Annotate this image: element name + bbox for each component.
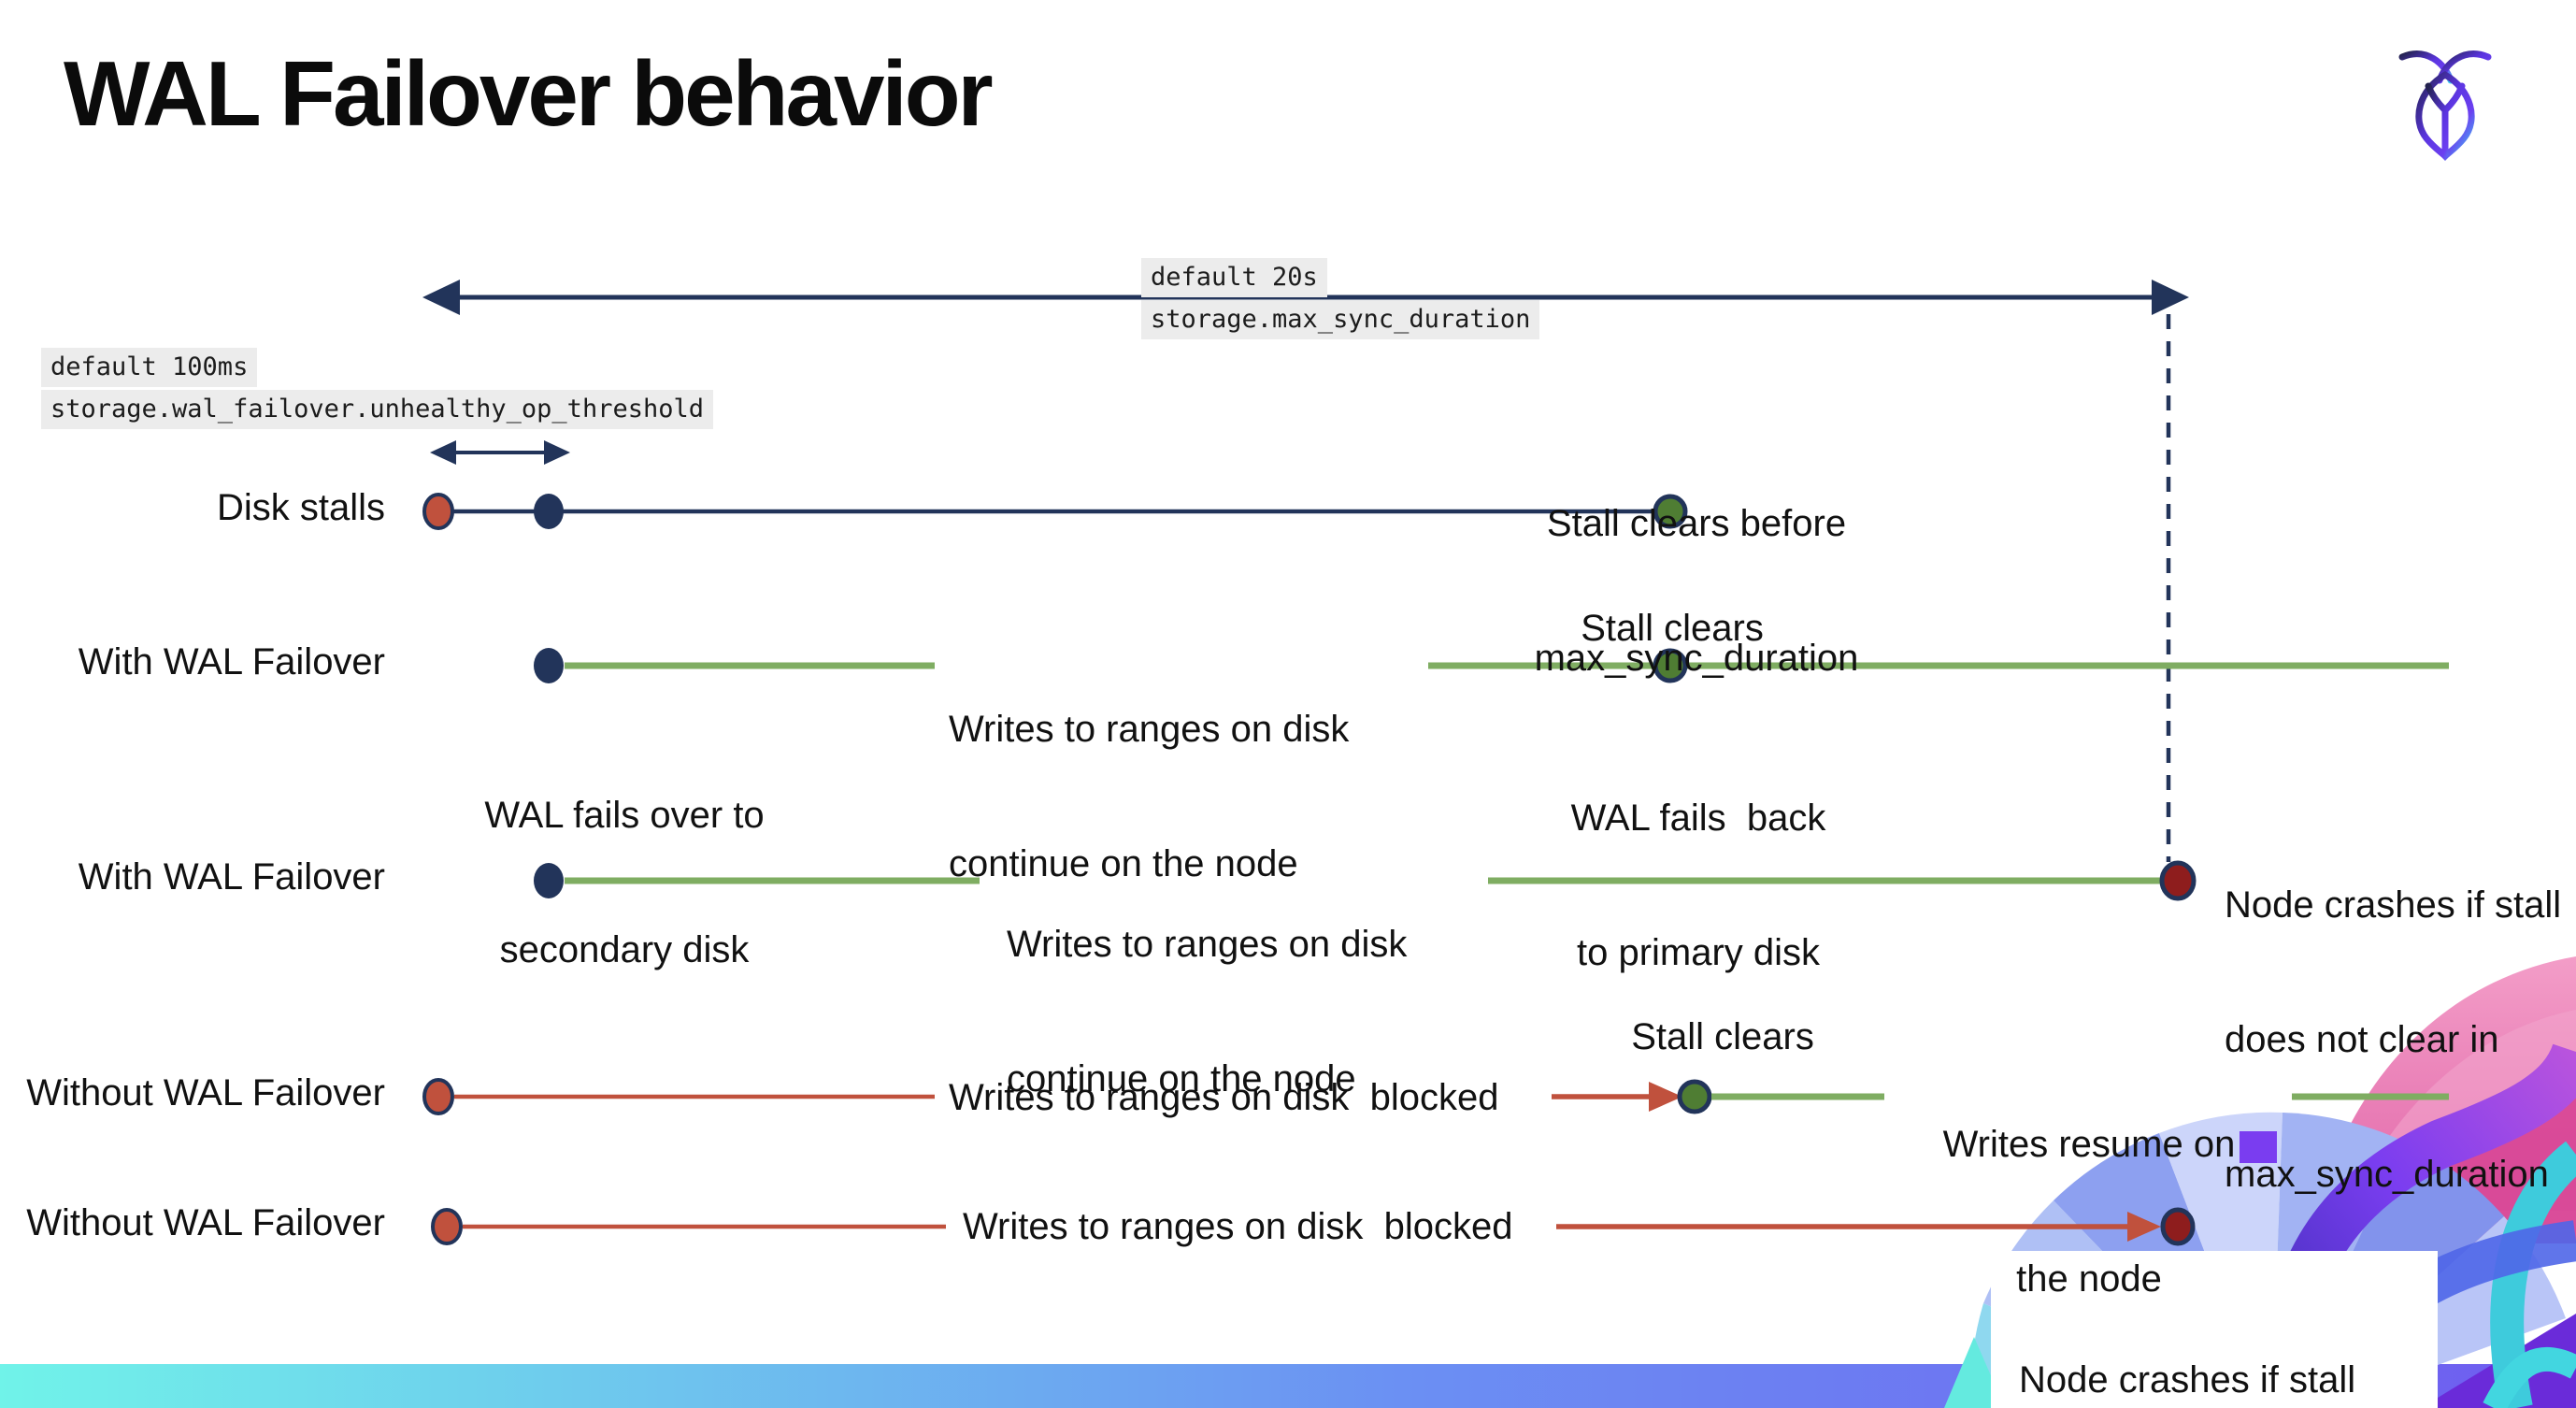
note-line: Writes resume on [1942, 1124, 2236, 1165]
stall-clears-dot [1653, 494, 1688, 529]
arrowhead-right [544, 440, 570, 465]
note-line: continue on the node [1007, 1058, 1356, 1099]
note-node-crashes-row3: Node crashes if stall does not clear in … [2225, 793, 2561, 1286]
arrowhead [1649, 1082, 1682, 1112]
note-line: Stall clears before [1546, 503, 1847, 544]
note-line: Node crashes if stall [2019, 1359, 2356, 1401]
art-band-notch [2240, 1131, 2277, 1163]
note-line: max_sync_duration [1534, 638, 1859, 679]
arrowhead-right [2152, 280, 2189, 315]
row-with-wal-failover-1 [534, 648, 2449, 683]
stall-start-dot [431, 1208, 463, 1245]
default-20s-chip: default 20s [1141, 258, 1327, 297]
cockroachdb-logo-icon [2398, 50, 2492, 161]
note-line: Writes to ranges on disk [1007, 924, 1408, 965]
note-line: WAL fails over to [484, 795, 765, 836]
note-line: secondary disk [499, 929, 750, 970]
arrowhead-left [422, 280, 460, 315]
note-line: continue on the node [949, 843, 1298, 884]
stall-clears-dot [1677, 1079, 1712, 1114]
note-line: max_sync_duration [2225, 1154, 2549, 1195]
note-line: Writes to ranges on disk [949, 709, 1350, 750]
arrowhead [2127, 1212, 2161, 1242]
stall-start-dot [422, 493, 454, 530]
max-sync-duration-arrow [422, 280, 2189, 315]
default-100ms-chip: default 100ms [41, 348, 258, 387]
max-sync-duration-label: default 20s storage.max_sync_duration [1141, 258, 1540, 342]
note-line: the node [2016, 1258, 2162, 1300]
threshold-dot [534, 494, 564, 529]
art-teal-arc-small [2483, 1346, 2576, 1408]
stall-clears-dot [1653, 648, 1688, 683]
crash-note-box [1991, 1251, 2438, 1408]
max-sync-duration-setting-chip: storage.max_sync_duration [1141, 300, 1540, 339]
failover-dot [534, 863, 564, 898]
failover-dot [534, 648, 564, 683]
note-stall-clears-row4: Stall clears [1631, 1016, 1814, 1057]
note-line: Node crashes if stall [2225, 884, 2562, 926]
row-without-wal-failover-1 [422, 1078, 2449, 1115]
note-writes-resume: Writes resume on the node [1943, 1032, 2236, 1391]
unhealthy-op-threshold-label: default 100ms storage.wal_failover.unhea… [41, 348, 713, 432]
note-writes-blocked-row5: Writes to ranges on disk blocked [963, 1206, 1513, 1247]
stall-start-dot [422, 1078, 454, 1115]
note-wal-fails-over: WAL fails over to secondary disk [484, 703, 764, 1062]
note-line: to primary disk [1576, 932, 1821, 973]
art-cyan-sliver [1944, 1337, 2005, 1408]
note-line: WAL fails back [1570, 797, 1826, 839]
row-label-without-wal-failover-1: Without WAL Failover [26, 1072, 385, 1113]
note-stall-clears-row2: Stall clears [1581, 608, 1764, 649]
row-label-without-wal-failover-2: Without WAL Failover [26, 1202, 385, 1243]
note-node-crashes-row5: Node crashes if stall does not clear in … [2019, 1268, 2355, 1408]
row-label-with-wal-failover-2: With WAL Failover [78, 856, 385, 898]
note-stall-clears-before: Stall clears before max_sync_duration [1535, 411, 1859, 770]
note-line: does not clear in [2225, 1019, 2499, 1060]
row-label-with-wal-failover-1: With WAL Failover [78, 641, 385, 682]
crash-dot [2160, 1207, 2196, 1246]
page-title: WAL Failover behavior [64, 42, 994, 145]
note-writes-continue-row2: Writes to ranges on disk continue on the… [949, 617, 1349, 976]
body-y-vein [2425, 82, 2466, 158]
row-with-wal-failover-2 [534, 860, 2197, 901]
unhealthy-op-threshold-setting-chip: storage.wal_failover.unhealthy_op_thresh… [41, 390, 713, 429]
note-writes-blocked-row4: Writes to ranges on disk blocked [949, 1077, 1499, 1118]
note-writes-continue-row3: Writes to ranges on disk continue on the… [1007, 832, 1407, 1191]
unhealthy-op-threshold-arrow [430, 440, 570, 465]
row-disk-stalls [422, 493, 1688, 530]
crash-dot [2159, 860, 2197, 901]
row-label-disk-stalls: Disk stalls [216, 487, 385, 528]
note-wal-fails-back: WAL fails back to primary disk [1571, 706, 1826, 1065]
row-without-wal-failover-2 [431, 1207, 2196, 1246]
arrowhead-left [430, 440, 456, 465]
